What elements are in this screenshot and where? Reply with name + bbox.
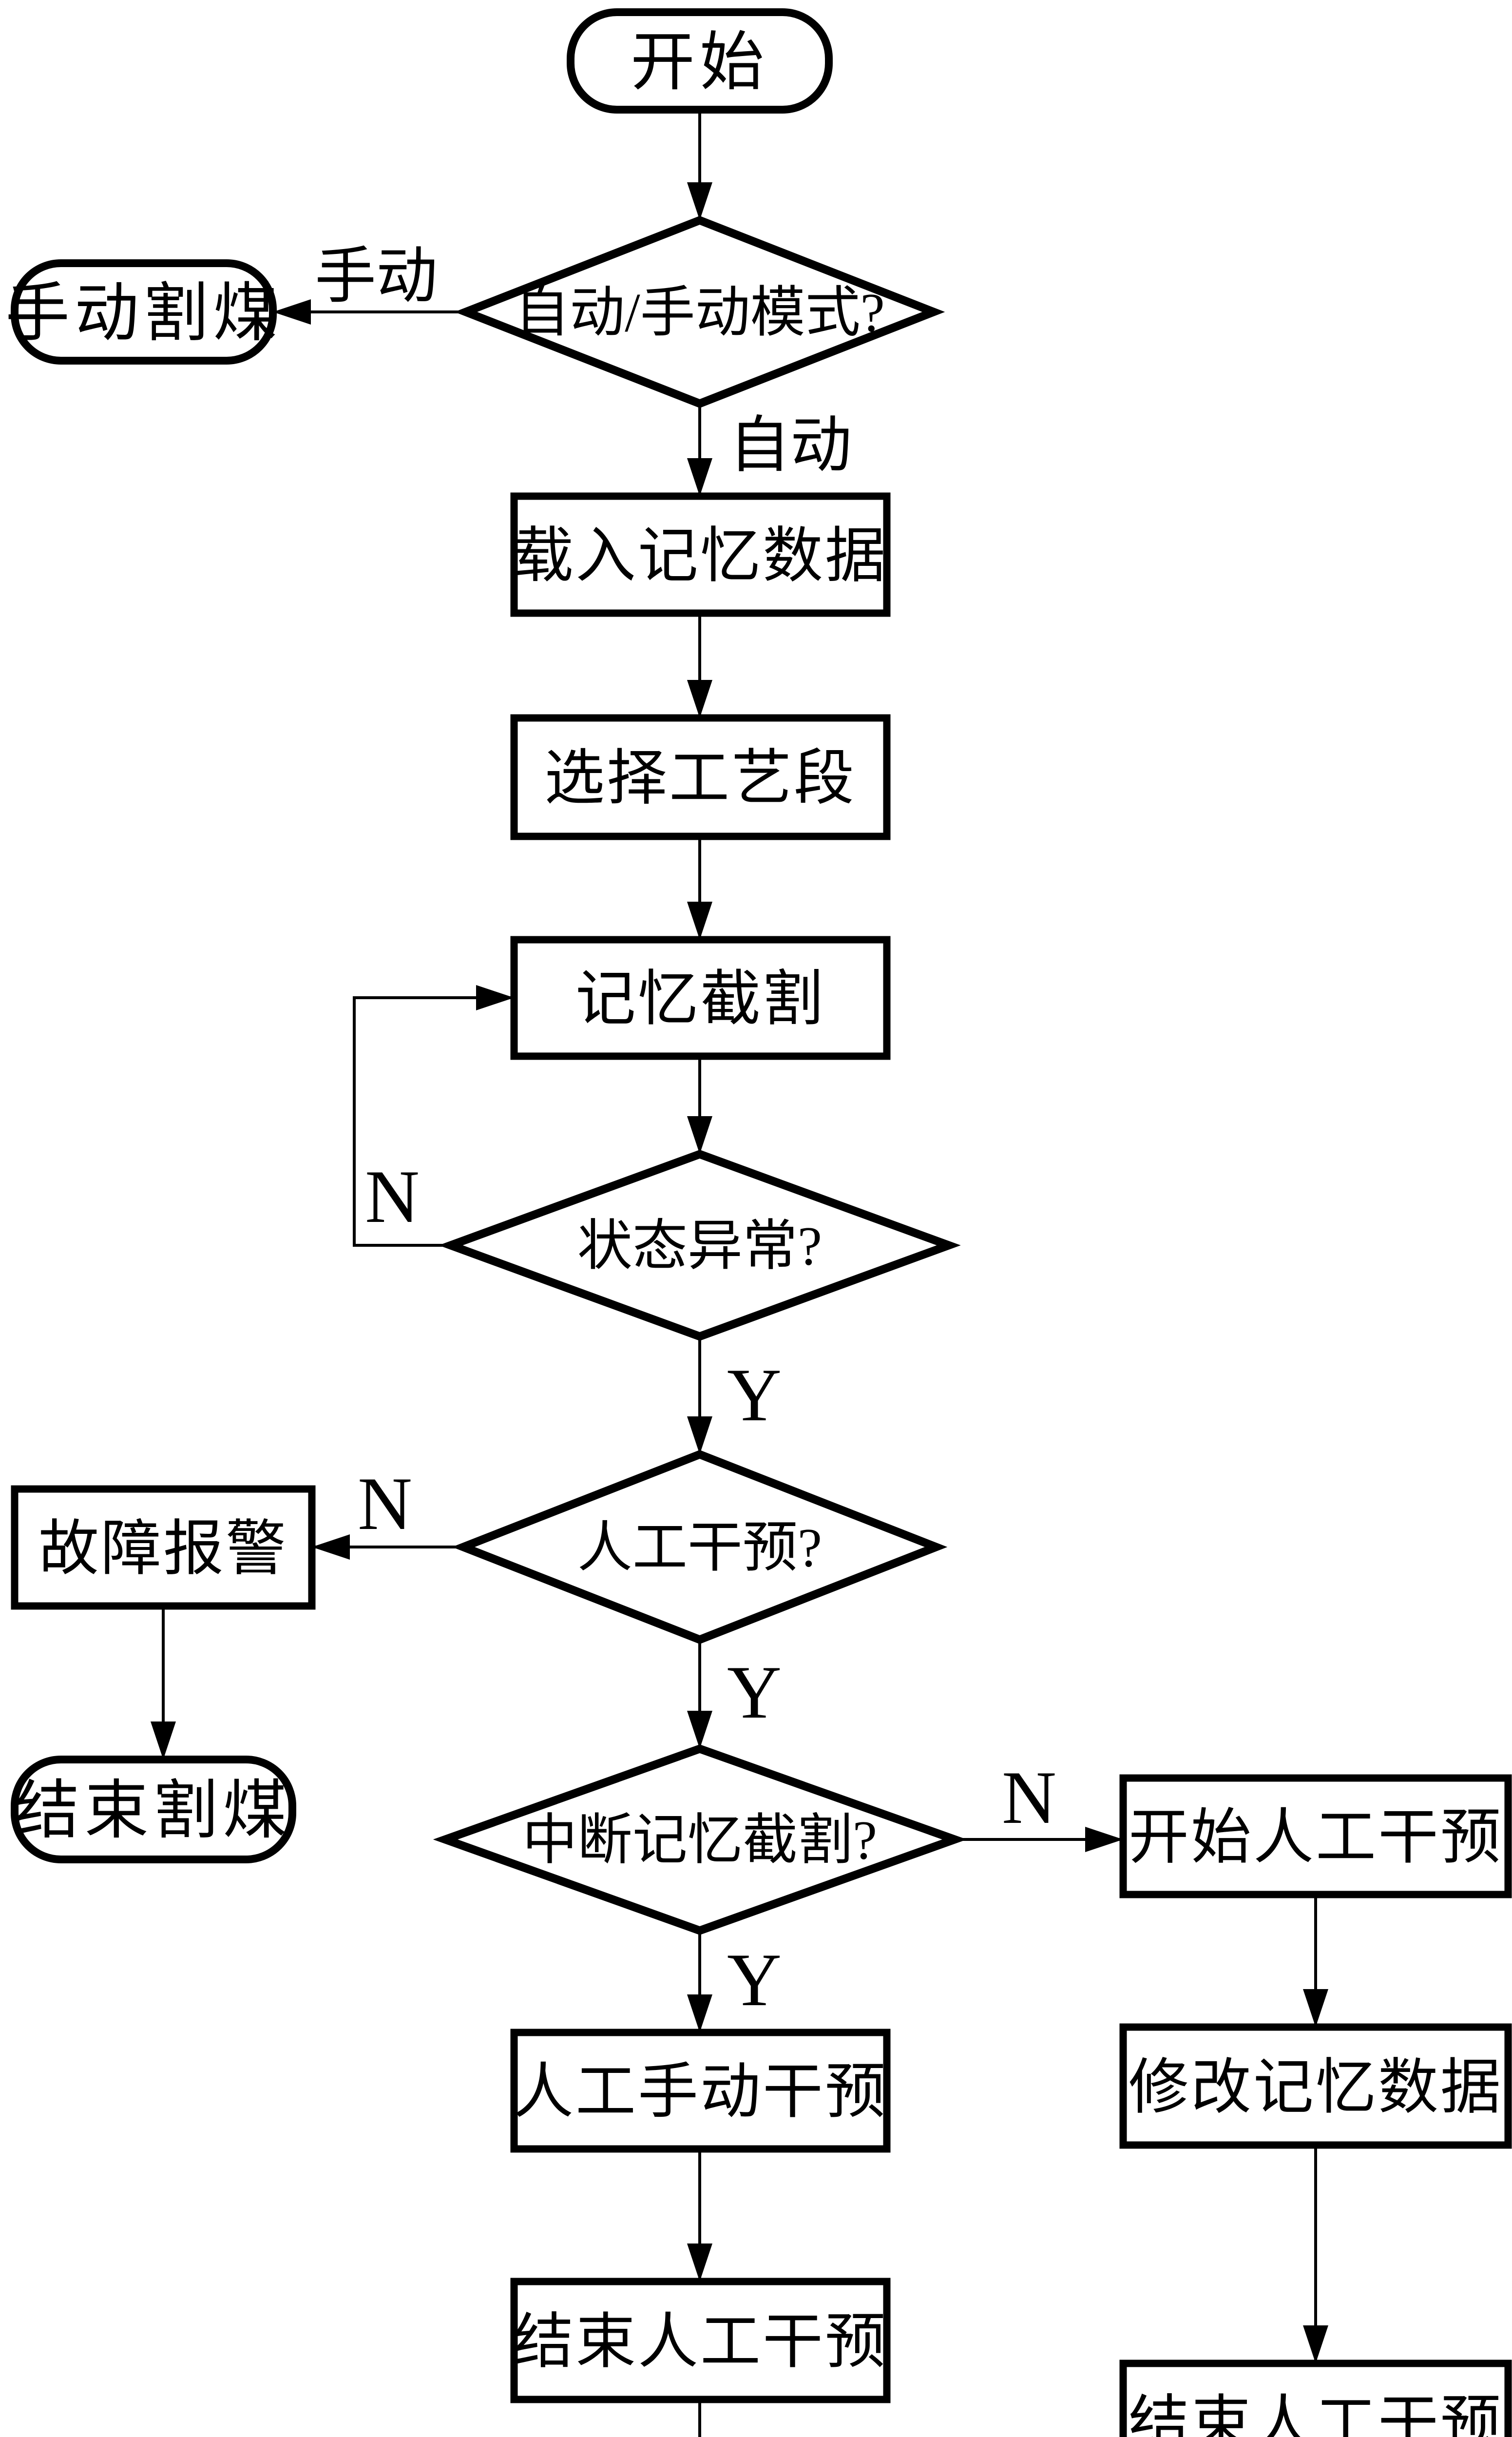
node-load-memory: 载入记忆数据 <box>510 492 891 617</box>
end-intervention-right-label: 结束人工干预 <box>1129 2391 1503 2437</box>
manual-intervene-q-label: 人工干预? <box>577 1518 822 1579</box>
manual-cut-terminal-shape <box>11 259 277 365</box>
start-intervention-label: 开始人工干预 <box>1129 1804 1503 1871</box>
node-start: 开始 <box>567 8 833 114</box>
node-end-cut: 结束割煤 <box>11 1756 296 1863</box>
node-select-stage: 选择工艺段 <box>510 714 891 840</box>
node-end-intervention-right: 结束人工干预 <box>1119 2360 1512 2437</box>
flow-edges <box>151 110 1328 2437</box>
node-end-intervention-mid: 结束人工干预 <box>510 2278 891 2403</box>
memory-cut-label: 记忆截割 <box>575 966 825 1033</box>
branch-label-n-intervene: N <box>358 1462 412 1546</box>
node-mode-decision: 自动/手动模式? <box>454 215 945 408</box>
state-abnormal-shape <box>439 1149 961 1341</box>
branch-label-n-interrupt: N <box>1002 1756 1056 1839</box>
manual-hand-intervene-shape <box>510 2029 891 2153</box>
interrupt-q-shape <box>433 1744 967 1935</box>
select-stage-shape <box>510 714 891 840</box>
manual-hand-intervene-label: 人工手动干预 <box>513 2059 887 2126</box>
node-interrupt-q: 中断记忆截割? <box>433 1744 967 1935</box>
fault-alarm-label: 故障报警 <box>38 1516 288 1583</box>
start-label: 开始 <box>631 27 769 98</box>
select-stage-label: 选择工艺段 <box>544 745 856 812</box>
branch-label-y-interrupt: Y <box>727 1938 782 2022</box>
node-modify-memory: 修改记忆数据 <box>1119 2023 1512 2149</box>
load-memory-shape <box>510 492 891 617</box>
end-intervention-right-shape <box>1119 2360 1512 2437</box>
start-intervention-shape <box>1119 1774 1512 1898</box>
node-fault-alarm: 故障报警 <box>11 1485 316 1610</box>
modify-memory-label: 修改记忆数据 <box>1129 2054 1503 2121</box>
modify-memory-shape <box>1119 2023 1512 2149</box>
end-cut-label: 结束割煤 <box>15 1775 292 1847</box>
mode-decision-shape <box>454 215 945 408</box>
node-start-intervention: 开始人工干预 <box>1119 1774 1512 1898</box>
end-intervention-mid-shape <box>510 2278 891 2403</box>
node-state-abnormal: 状态异常? <box>439 1149 961 1341</box>
end-intervention-mid-label: 结束人工干预 <box>513 2309 887 2376</box>
edge-state-loop-to-memorycut <box>353 985 514 1247</box>
manual-cut-label: 手动割煤 <box>5 278 282 349</box>
node-manual-intervene-q: 人工干预? <box>452 1450 948 1644</box>
interrupt-q-label: 中断记忆截割? <box>522 1810 877 1871</box>
branch-label-manual: 手动 <box>315 243 438 311</box>
fault-alarm-shape <box>11 1485 316 1610</box>
load-memory-label: 载入记忆数据 <box>513 523 887 590</box>
branch-label-y-state: Y <box>727 1353 782 1437</box>
mode-decision-label: 自动/手动模式? <box>515 283 885 344</box>
end-cut-terminal-shape <box>11 1756 296 1863</box>
node-manual-hand-intervene: 人工手动干预 <box>510 2029 891 2153</box>
branch-label-n-state: N <box>365 1155 420 1238</box>
branch-label-y-intervene: Y <box>727 1650 782 1734</box>
manual-intervene-q-shape <box>452 1450 948 1644</box>
branch-label-auto: 自动 <box>729 412 852 480</box>
state-abnormal-label: 状态异常? <box>577 1216 822 1277</box>
node-memory-cut: 记忆截割 <box>510 936 891 1060</box>
node-manual-cut: 手动割煤 <box>5 259 282 365</box>
memory-cut-shape <box>510 936 891 1060</box>
branch-labels: 手动 自动 N Y N Y N Y <box>315 243 1056 2022</box>
start-terminal-shape <box>567 8 833 114</box>
